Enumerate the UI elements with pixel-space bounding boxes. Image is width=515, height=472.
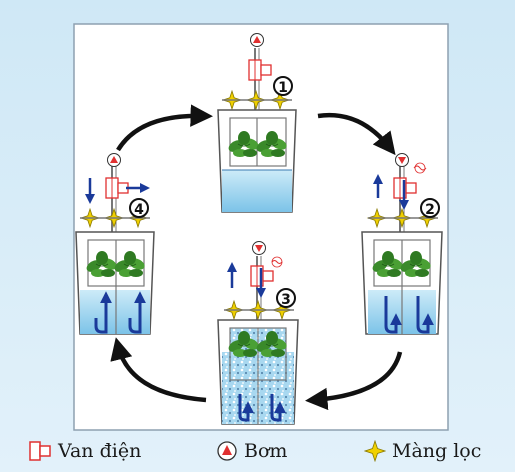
- valve-icon: [29, 441, 51, 461]
- pump-icon: [395, 153, 409, 167]
- cycle-arrow-2-to-3: [305, 351, 403, 411]
- pump-icon: [250, 33, 264, 47]
- pump-icon: [107, 153, 121, 167]
- stage-number: 2: [425, 202, 435, 218]
- stage-4: 4: [75, 153, 155, 335]
- stage-number: 3: [281, 292, 291, 308]
- legend-valve-label: Van điện: [58, 440, 142, 462]
- legend-membrane: Màng lọc: [364, 436, 481, 466]
- stage-number-badge: [273, 76, 293, 96]
- stage-number-badge: [420, 198, 440, 218]
- stage-number: 1: [278, 80, 288, 96]
- legend-valve: Van điện: [28, 436, 141, 466]
- water: [222, 170, 292, 212]
- legend-membrane-label: Màng lọc: [392, 440, 482, 462]
- stage-3: 3: [217, 241, 299, 425]
- legend-pump: Bơm: [216, 436, 287, 466]
- cycle-arrow-4-to-1: [116, 104, 213, 152]
- stage-number: 4: [134, 202, 144, 218]
- pump-icon: [252, 241, 266, 255]
- pump-icon: [217, 441, 237, 461]
- membrane-icon: [364, 440, 386, 462]
- stage-number-badge: [129, 198, 149, 218]
- stage-2: 2: [361, 153, 443, 335]
- stage-number-badge: [276, 288, 296, 308]
- stage-1: 1: [217, 33, 297, 213]
- cycle-arrow-3-to-4: [110, 337, 207, 403]
- cycle-arrow-1-to-2: [317, 112, 396, 156]
- legend-pump-label: Bơm: [244, 440, 288, 462]
